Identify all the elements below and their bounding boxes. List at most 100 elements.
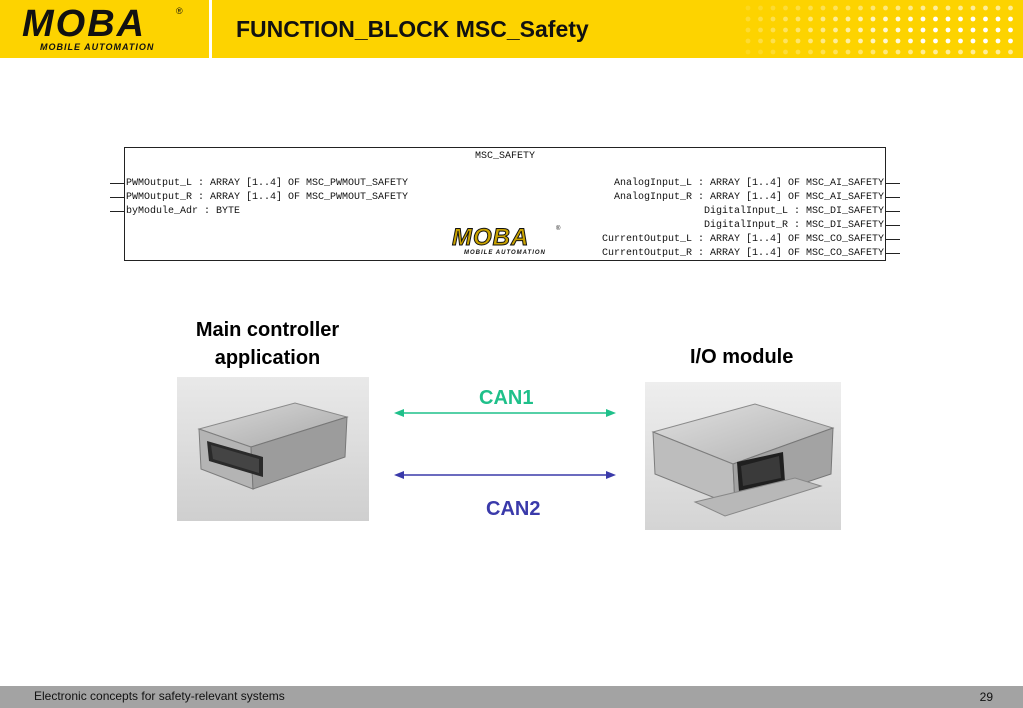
header-dot <box>883 16 888 22</box>
header-dot <box>833 5 838 11</box>
output-pin: DigitalInput_L : MSC_DI_SAFETY <box>703 206 884 217</box>
header-dot <box>883 27 888 33</box>
header-dot <box>958 49 963 55</box>
input-pin-stub <box>110 183 124 184</box>
header-dot <box>983 16 988 22</box>
header-dot <box>858 49 863 55</box>
header-dot <box>770 5 776 11</box>
can1-label: CAN1 <box>479 387 534 409</box>
output-pin: AnalogInput_R : ARRAY [1..4] OF MSC_AI_S… <box>613 192 884 203</box>
header-dot <box>833 38 838 44</box>
header-dot <box>808 49 813 55</box>
header-dot <box>783 5 788 11</box>
header-dot <box>833 27 838 33</box>
header-dot <box>745 5 751 11</box>
can2-label: CAN2 <box>486 498 541 520</box>
header-dot <box>995 38 1001 44</box>
header-dot <box>945 49 951 55</box>
header-dot <box>820 16 826 22</box>
output-pin-stub <box>886 239 900 240</box>
can2-arrow <box>394 471 616 479</box>
header-dot <box>845 49 851 55</box>
header-dot <box>770 38 776 44</box>
header-dot <box>795 5 801 11</box>
header-dot <box>795 27 801 33</box>
header-dot <box>783 38 788 44</box>
header-dot <box>958 27 963 33</box>
header-dot <box>870 38 876 44</box>
header-dot <box>870 27 876 33</box>
header-dot <box>920 27 926 33</box>
can-bus-arrows <box>394 409 616 479</box>
main-controller-label-line2: application <box>214 347 321 369</box>
header-dot <box>808 5 813 11</box>
output-pin-stub <box>886 253 900 254</box>
output-pin-stub <box>886 197 900 198</box>
header-dot <box>870 5 876 11</box>
header-dot <box>820 38 826 44</box>
input-pin-stub <box>110 197 124 198</box>
header-dot <box>995 5 1001 11</box>
header-dot <box>783 16 788 22</box>
header-dot <box>745 16 751 22</box>
header-dot <box>745 27 751 33</box>
block-moba-logo: MOBA ® MOBILE AUTOMATION <box>451 224 562 258</box>
input-pin-stub <box>110 211 124 212</box>
header-dot <box>808 16 813 22</box>
header-dot <box>958 5 963 11</box>
header-dot <box>895 38 901 44</box>
block-logo-registered-mark: ® <box>556 226 561 232</box>
header-dot <box>845 27 851 33</box>
header-dot <box>920 5 926 11</box>
logo-registered-mark: ® <box>176 6 183 16</box>
function-block-diagram: MSC_SAFETY PWMOutput_L : ARRAY [1..4] OF… <box>124 147 886 261</box>
header-dot <box>1008 38 1013 44</box>
header-dot <box>983 38 988 44</box>
header-dot <box>883 49 888 55</box>
header-dot <box>933 49 938 55</box>
footer-text: Electronic concepts for safety-relevant … <box>34 689 285 703</box>
header-dot <box>958 38 963 44</box>
header-dot <box>795 49 801 55</box>
header-dot <box>995 27 1001 33</box>
header-dot <box>895 5 901 11</box>
header-dot <box>920 38 926 44</box>
output-pin: DigitalInput_R : MSC_DI_SAFETY <box>703 220 884 231</box>
header-dot <box>770 16 776 22</box>
header-dot <box>858 16 863 22</box>
header-dot <box>1008 27 1013 33</box>
header-dot <box>808 27 813 33</box>
header-dot <box>858 5 863 11</box>
header-dot <box>795 16 801 22</box>
header-dot <box>820 5 826 11</box>
block-logo-wordmark: MOBA <box>451 224 530 251</box>
output-pin-stub <box>886 211 900 212</box>
main-controller-photo <box>177 377 369 521</box>
header-dot <box>908 49 913 55</box>
page-number: 29 <box>979 690 993 704</box>
main-controller-label-line1: Main controller <box>195 319 340 341</box>
header-dot <box>895 16 901 22</box>
header-dot <box>895 49 901 55</box>
header-dot <box>745 49 751 55</box>
header-dot <box>770 49 776 55</box>
header-dot <box>858 27 863 33</box>
logo-tagline: MOBILE AUTOMATION <box>40 42 155 52</box>
header-dot <box>908 38 913 44</box>
function-block-name: MSC_SAFETY <box>474 151 535 162</box>
footer-bar: Electronic concepts for safety-relevant … <box>0 686 1023 708</box>
header-dot <box>783 49 788 55</box>
header-dot <box>883 38 888 44</box>
header-dot <box>758 27 763 33</box>
header-dot <box>820 49 826 55</box>
header-dot <box>895 27 901 33</box>
header-dot <box>858 38 863 44</box>
io-module-label: I/O module <box>690 346 794 368</box>
header-dot <box>945 5 951 11</box>
header-dot <box>745 38 751 44</box>
header-dot <box>945 16 951 22</box>
header-dot <box>970 16 976 22</box>
header-dot <box>845 5 851 11</box>
header-dot <box>845 16 851 22</box>
output-pin-stub <box>886 225 900 226</box>
